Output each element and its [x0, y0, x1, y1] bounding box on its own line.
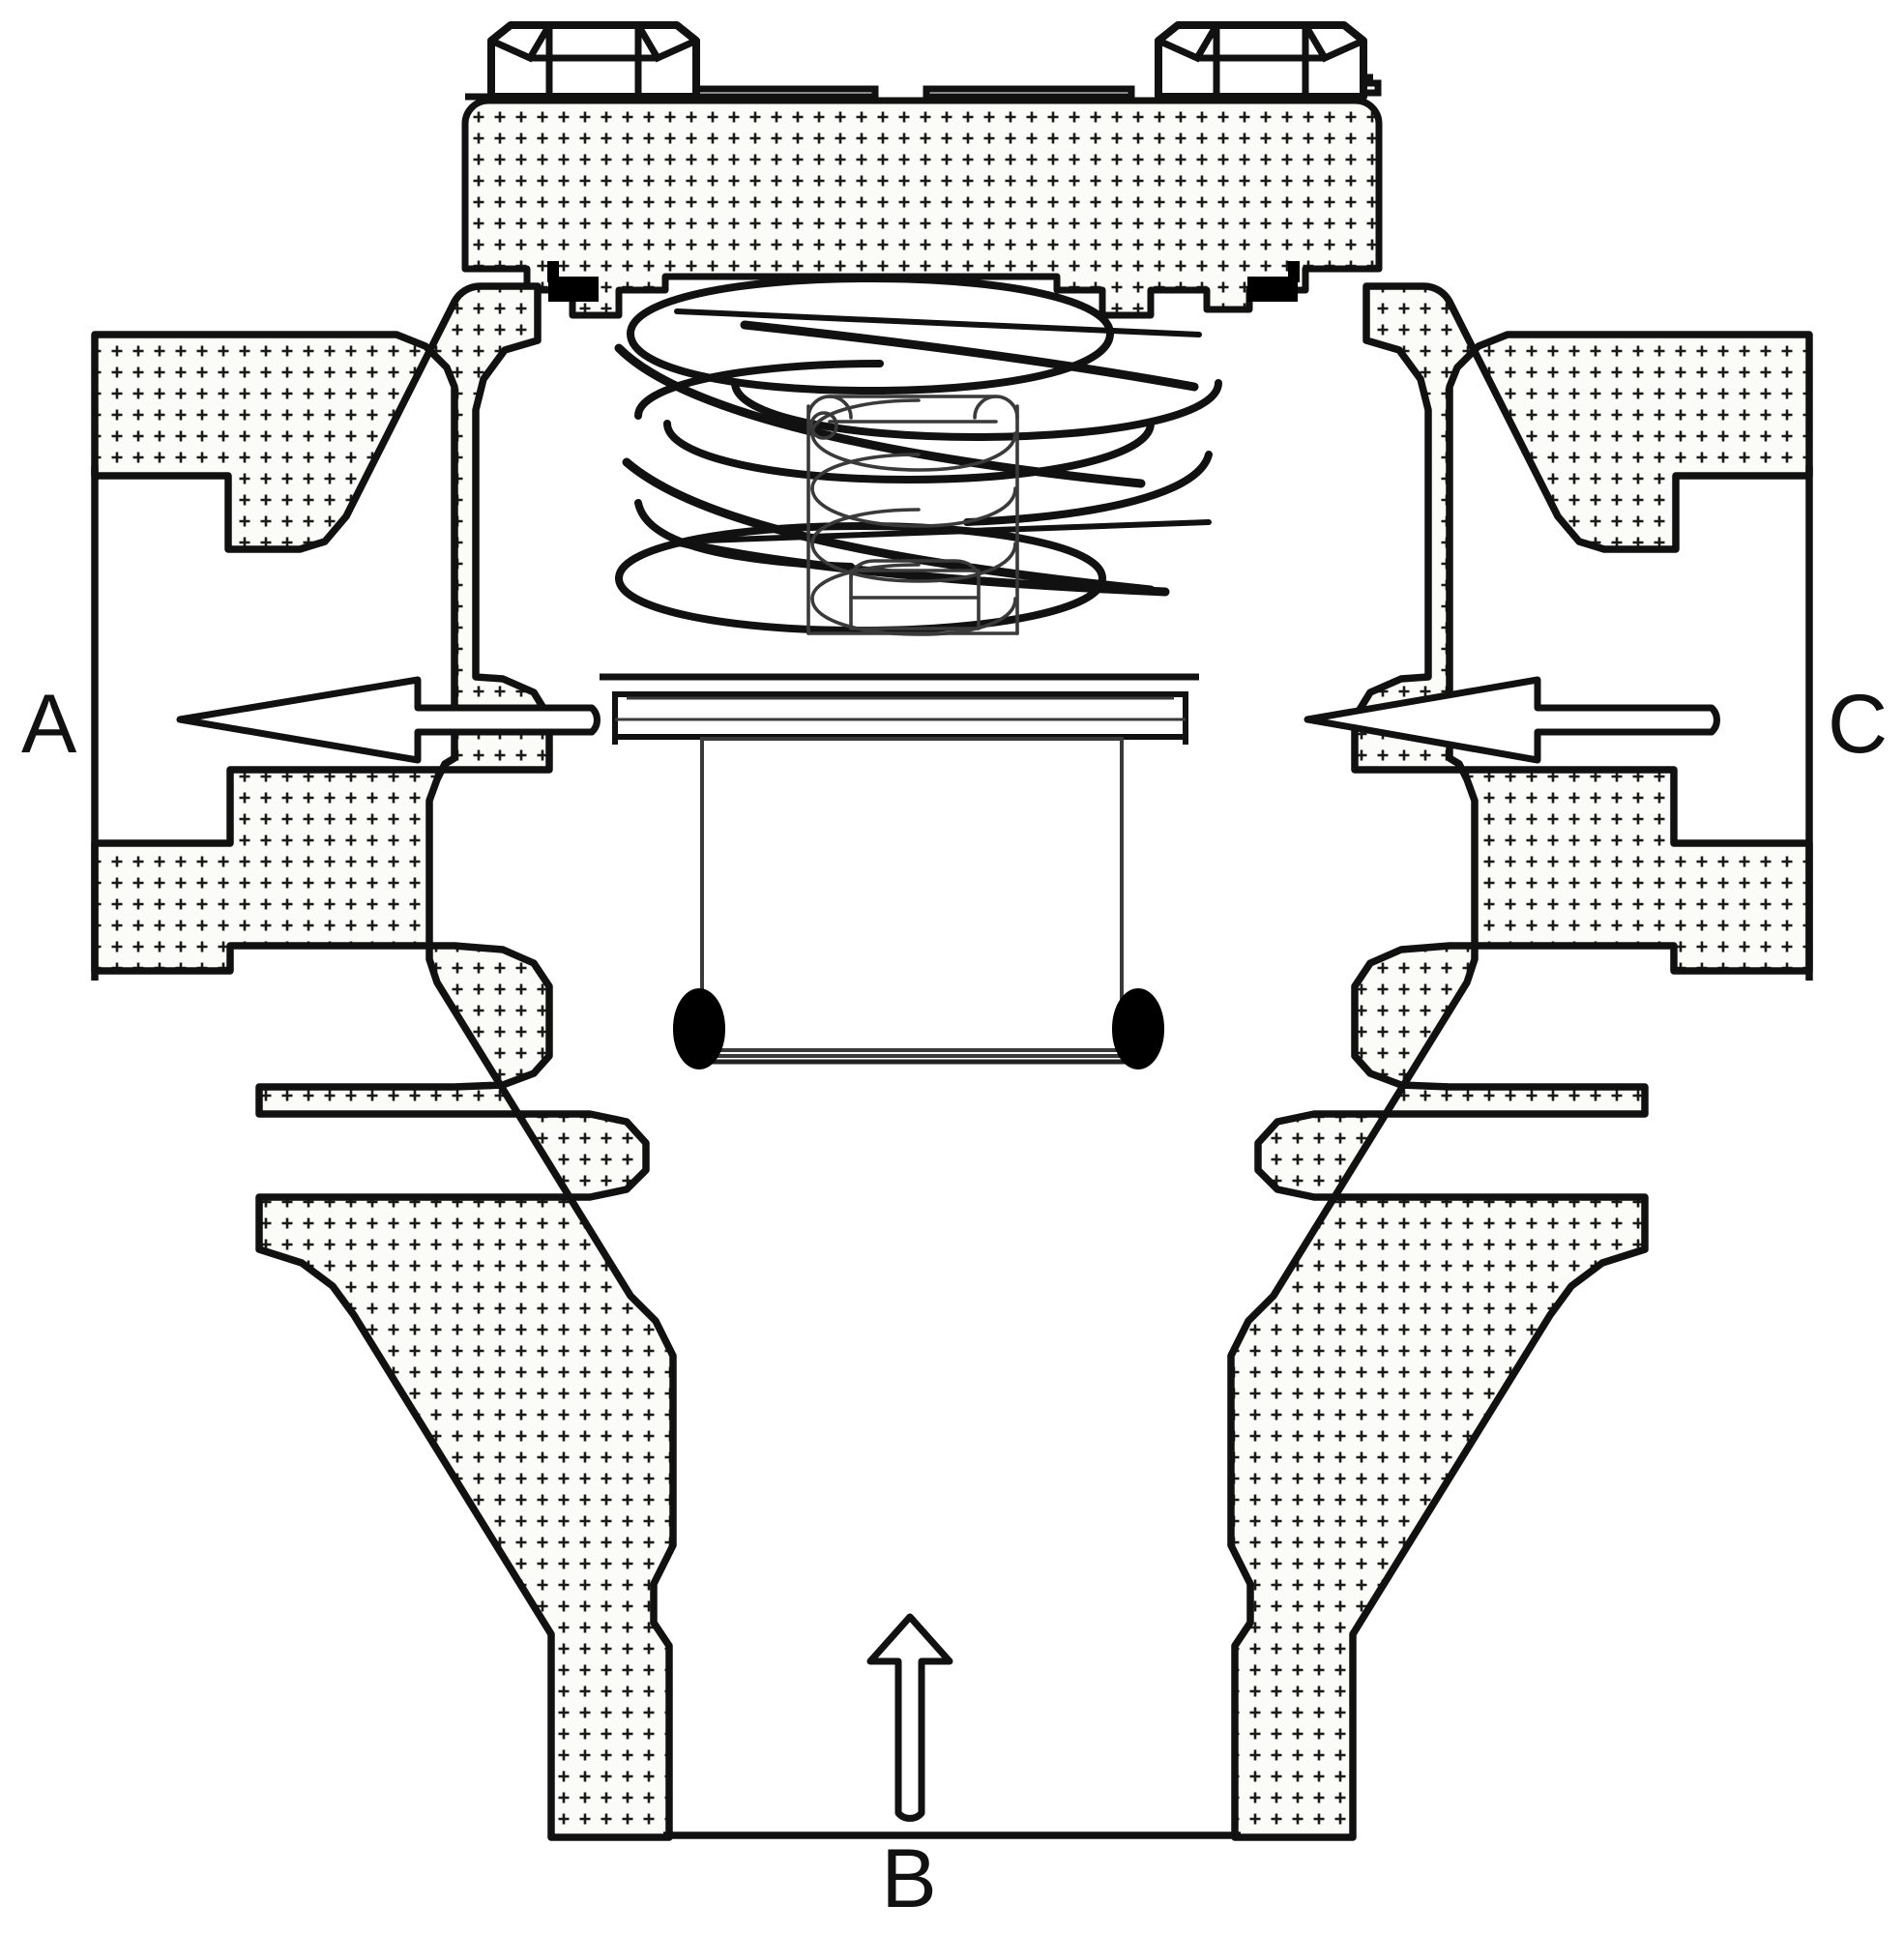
hex-nut-left	[487, 21, 700, 101]
piston-sleeve	[688, 737, 1137, 1065]
flow-arrow-a	[176, 676, 600, 764]
port-label-b: B	[881, 1832, 936, 1925]
flow-arrow-b	[866, 1613, 953, 1822]
seat-plug	[612, 735, 1188, 745]
port-label-a: A	[21, 678, 77, 771]
left-casting-group	[91, 282, 677, 1841]
o-ring-right	[1112, 988, 1164, 1070]
spring-cage	[806, 395, 1019, 635]
inner-spring	[810, 398, 1017, 636]
hex-nut-right	[1155, 21, 1367, 101]
o-ring-left	[673, 988, 725, 1070]
right-casting-group	[1227, 282, 1813, 1841]
port-label-c: C	[1828, 678, 1888, 771]
bonnet-cap	[461, 97, 1383, 319]
bonnet-gasket-nibs	[547, 261, 1300, 302]
valve-disc	[600, 673, 1199, 740]
main-spring	[615, 275, 1222, 634]
flow-arrow-c	[1304, 676, 1720, 764]
